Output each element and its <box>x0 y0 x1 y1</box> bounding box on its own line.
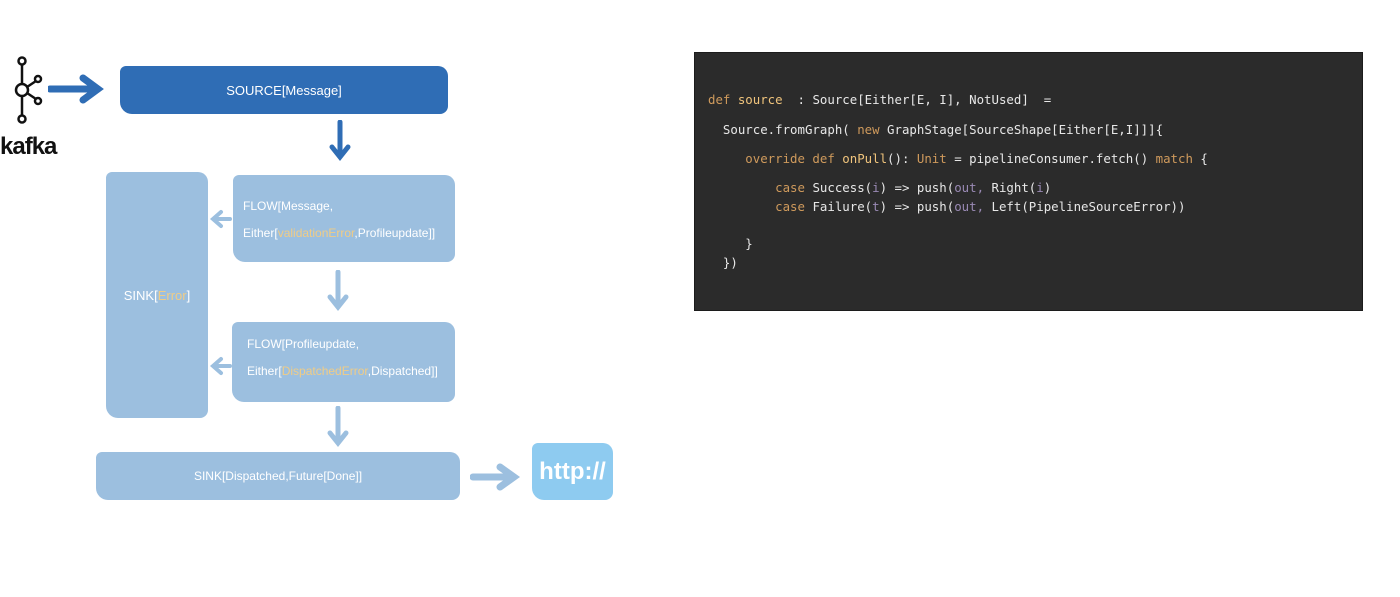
sink-dispatched-label: SINK[Dispatched,Future[Done]] <box>193 469 363 483</box>
code-text: Right( <box>984 180 1037 195</box>
code-line: def source : Source[Either[E, I], NotUse… <box>708 92 1051 107</box>
text: ,Dispatched]] <box>367 364 438 378</box>
code-variable: out, <box>954 180 985 195</box>
code-text: (): <box>887 151 917 166</box>
flow1-line1: FLOW[Message, <box>243 199 334 213</box>
code-line: case Failure(t) => push(out, Left(Pipeli… <box>708 199 1185 214</box>
code-text: { <box>1192 151 1208 166</box>
code-text: Source.fromGraph( <box>708 122 858 137</box>
sink-dispatched-stage: SINK[Dispatched,Future[Done]] <box>96 452 460 500</box>
code-identifier: onPull <box>842 151 888 166</box>
code-text: ) <box>1043 180 1052 195</box>
source-stage: SOURCE[Message] <box>120 66 448 114</box>
code-keyword: case <box>708 199 805 214</box>
kafka-icon <box>14 56 43 124</box>
code-text: GraphStage[SourceShape[Either[E,I]]]{ <box>879 122 1164 137</box>
flow-validation-stage: FLOW[Message, Either[validationError,Pro… <box>233 175 455 262</box>
http-endpoint: http:// <box>532 443 613 500</box>
text: Either[ <box>243 226 278 240</box>
code-keyword: Unit <box>916 151 947 166</box>
code-variable: t <box>872 199 880 214</box>
error-type: Error <box>157 287 187 303</box>
error-type: DispatchedError <box>281 364 368 378</box>
code-variable: out, <box>954 199 985 214</box>
code-panel: def source : Source[Either[E, I], NotUse… <box>694 52 1363 311</box>
arrow-left-icon <box>210 357 232 375</box>
code-text: = pipelineConsumer.fetch() <box>946 151 1156 166</box>
text: ] <box>186 287 191 303</box>
arrow-right-icon <box>470 463 521 491</box>
code-line: }) <box>708 255 738 270</box>
code-line: override def onPull(): Unit = pipelineCo… <box>708 151 1208 166</box>
source-label: SOURCE[Message] <box>226 82 342 98</box>
code-text: }) <box>708 255 738 270</box>
code-line: case Success(i) => push(out, Right(i) <box>708 180 1051 195</box>
code-text: : Source[Either[E, I], NotUsed] = <box>782 92 1052 107</box>
code-line: Source.fromGraph( new GraphStage[SourceS… <box>708 122 1163 137</box>
code-text: Left(PipelineSourceError)) <box>984 199 1186 214</box>
code-keyword: override def <box>708 151 843 166</box>
code-text: ) => push( <box>879 180 955 195</box>
arrow-left-icon <box>210 210 232 228</box>
text: SINK[ <box>123 287 158 303</box>
code-text: ) => push( <box>879 199 955 214</box>
text: Either[ <box>247 364 282 378</box>
code-text: } <box>708 236 753 251</box>
flow-dispatch-stage: FLOW[Profileupdate, Either[DispatchedErr… <box>232 322 455 402</box>
sink-error-label: SINK[Error] <box>124 288 190 303</box>
code-keyword: new <box>857 122 880 137</box>
code-keyword: def <box>708 92 738 107</box>
flow2-line1: FLOW[Profileupdate, <box>247 337 360 351</box>
kafka-logo: kafka <box>0 55 70 165</box>
code-keyword: case <box>708 180 805 195</box>
code-variable: i <box>872 180 880 195</box>
arrow-down-icon <box>327 270 349 312</box>
flow2-line2: Either[DispatchedError,Dispatched]] <box>247 364 438 378</box>
code-text: Failure( <box>804 199 873 214</box>
code-variable: i <box>1036 180 1044 195</box>
arrow-down-icon <box>327 406 349 448</box>
arrow-down-icon <box>329 120 351 162</box>
code-text: Success( <box>804 180 873 195</box>
text: ,Profileupdate]] <box>354 226 436 240</box>
code-keyword: match <box>1155 151 1193 166</box>
arrow-right-icon <box>48 74 104 104</box>
error-type: validationError <box>277 226 355 240</box>
http-label: http:// <box>539 457 606 485</box>
sink-error-stage: SINK[Error] <box>106 172 208 418</box>
code-identifier: source <box>737 92 783 107</box>
flow1-line2: Either[validationError,Profileupdate]] <box>243 226 435 240</box>
kafka-label: kafka <box>0 133 57 160</box>
code-line: } <box>708 236 753 251</box>
